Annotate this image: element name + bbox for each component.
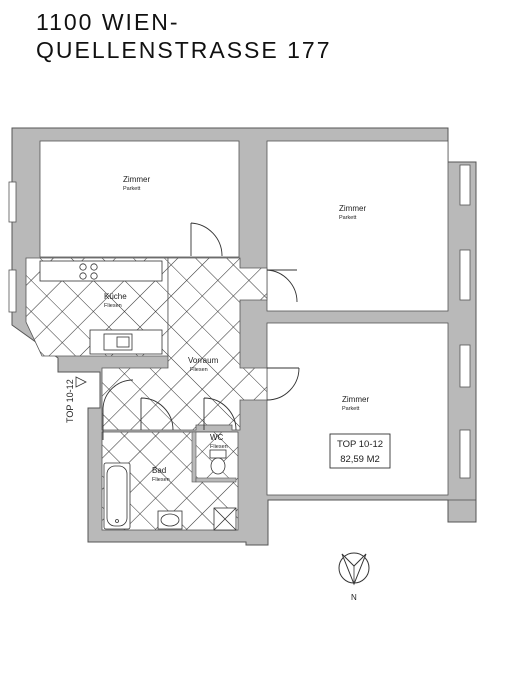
room-name: Bad bbox=[152, 466, 166, 475]
shower-tray-icon bbox=[213, 507, 237, 531]
stove-burner-icon bbox=[79, 272, 87, 280]
unit-label: TOP 10-12 bbox=[337, 439, 383, 450]
room-name: Vorraum bbox=[188, 356, 219, 365]
room-name: Küche bbox=[104, 292, 127, 301]
room-floor: Parkett bbox=[339, 215, 357, 221]
toilet-icon bbox=[209, 449, 227, 475]
washbasin-icon bbox=[157, 510, 183, 530]
room-floor: Fliesen bbox=[210, 444, 228, 450]
room-floor: Fliesen bbox=[152, 477, 170, 483]
room-name: Zimmer bbox=[123, 175, 150, 184]
partition-wall bbox=[191, 431, 197, 483]
room-name: Zimmer bbox=[339, 204, 366, 213]
stove-burner-icon bbox=[90, 272, 98, 280]
partition-wall bbox=[195, 477, 237, 483]
title-line-1: 1100 WIEN- bbox=[36, 9, 180, 35]
compass-north-label: N bbox=[351, 593, 357, 602]
room-name: Zimmer bbox=[342, 395, 369, 404]
entrance-arrow-icon bbox=[75, 376, 87, 388]
tiled-areas bbox=[25, 257, 268, 531]
bathtub-icon bbox=[103, 462, 131, 530]
kitchen-counter bbox=[39, 260, 163, 355]
hallway-floor bbox=[101, 257, 268, 431]
door-swings bbox=[102, 222, 300, 440]
unit-area: 82,59 M2 bbox=[340, 454, 380, 465]
room-floor: Parkett bbox=[123, 186, 141, 192]
unit-info-box: TOP 10-12 82,59 M2 bbox=[329, 433, 391, 469]
entrance-label: TOP 10-12 bbox=[65, 379, 75, 423]
stove-burner-icon bbox=[90, 263, 98, 271]
title-line-2: QUELLENSTRASSE 177 bbox=[36, 37, 332, 63]
room-floor: Fliesen bbox=[190, 367, 208, 373]
room-name: WC bbox=[210, 433, 224, 442]
compass-icon bbox=[338, 552, 370, 586]
room-floor: Fliesen bbox=[104, 303, 122, 309]
room-floor: Parkett bbox=[342, 406, 360, 412]
stove-burner-icon bbox=[79, 263, 87, 271]
windows bbox=[8, 164, 477, 523]
